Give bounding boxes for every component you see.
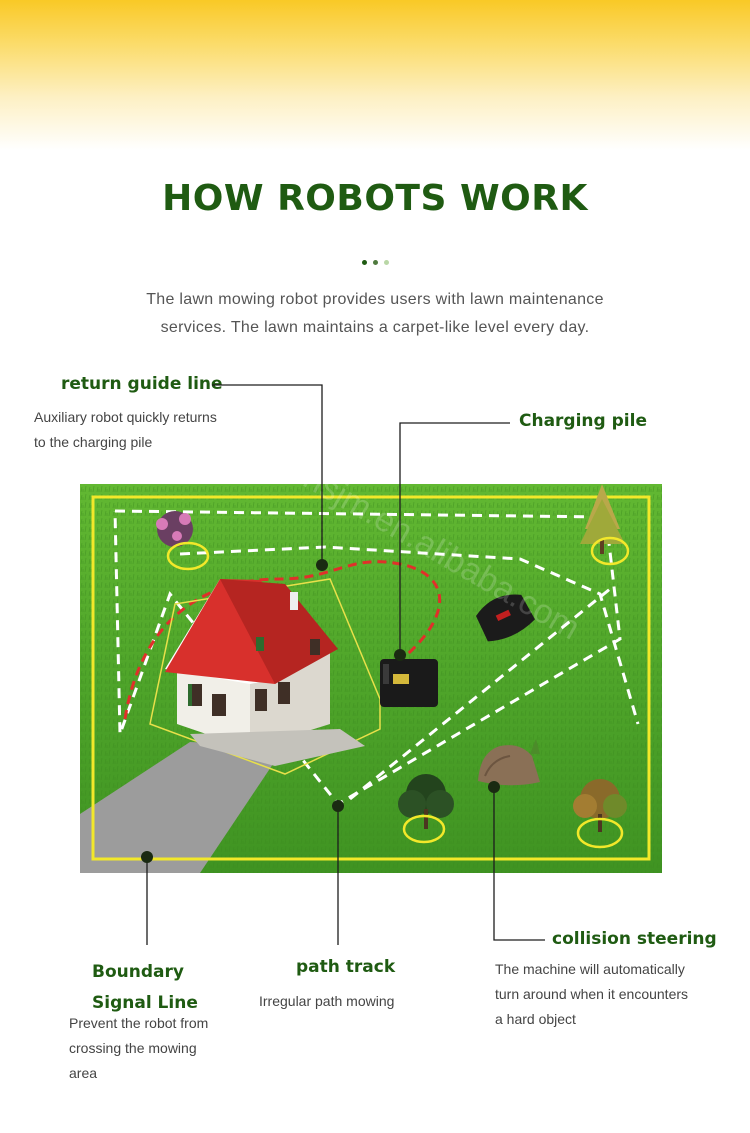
path-track-title: path track bbox=[296, 957, 396, 977]
collision-steering-title: collision steering bbox=[552, 929, 717, 949]
desc-line: area bbox=[69, 1065, 98, 1081]
desc-line: The machine will automatically bbox=[495, 961, 685, 977]
intro-text: The lawn mowing robot provides users wit… bbox=[80, 286, 670, 342]
page-title: HOW ROBOTS WORK bbox=[162, 178, 588, 219]
charging-station-icon bbox=[380, 659, 438, 707]
title-divider-dots bbox=[0, 252, 750, 270]
lawn-scene: xhsjm.en.alibaba.com bbox=[80, 484, 662, 873]
return-guide-desc: Auxiliary robot quickly returns to the c… bbox=[34, 405, 274, 455]
intro-line: services. The lawn maintains a carpet-li… bbox=[160, 319, 590, 336]
charging-pile-title: Charging pile bbox=[519, 411, 647, 431]
collision-steering-desc: The machine will automatically turn arou… bbox=[495, 957, 735, 1032]
desc-line: Prevent the robot from bbox=[69, 1015, 209, 1031]
path-track-line bbox=[179, 545, 640, 725]
bush-icon bbox=[398, 774, 454, 829]
divider-dot bbox=[372, 260, 378, 265]
tree-marker-ring bbox=[402, 814, 446, 844]
tree-marker-ring bbox=[576, 817, 624, 849]
path-track-line bbox=[349, 587, 611, 801]
boundary-signal-desc: Prevent the robot from crossing the mowi… bbox=[69, 1011, 259, 1086]
desc-line: Auxiliary robot quickly returns bbox=[34, 409, 217, 425]
title-line: Boundary bbox=[92, 962, 184, 982]
top-gradient-band bbox=[0, 0, 750, 150]
driveway bbox=[80, 742, 285, 873]
boundary-signal-title: Boundary Signal Line bbox=[92, 957, 198, 1019]
tree-icon bbox=[573, 779, 627, 832]
return-guide-title: return guide line bbox=[61, 374, 223, 394]
desc-line: a hard object bbox=[495, 1011, 576, 1027]
divider-dot bbox=[383, 260, 389, 265]
desc-line: turn around when it encounters bbox=[495, 986, 689, 1002]
tree-marker-ring bbox=[166, 541, 210, 571]
boundary-signal-line bbox=[91, 495, 651, 861]
lawn-illustration: xhsjm.en.alibaba.com bbox=[80, 484, 662, 873]
desc-line: crossing the mowing bbox=[69, 1040, 197, 1056]
path-track-desc: Irregular path mowing bbox=[259, 993, 395, 1009]
tree-marker-ring bbox=[590, 536, 630, 566]
tree-icon bbox=[580, 484, 625, 554]
desc-line: to the charging pile bbox=[34, 434, 153, 450]
divider-dot bbox=[361, 260, 367, 265]
rock-icon bbox=[478, 739, 540, 786]
title-line: Signal Line bbox=[92, 993, 198, 1013]
flower-bush-icon bbox=[156, 511, 193, 547]
intro-line: The lawn mowing robot provides users wit… bbox=[146, 291, 604, 308]
house-icon bbox=[165, 579, 365, 766]
